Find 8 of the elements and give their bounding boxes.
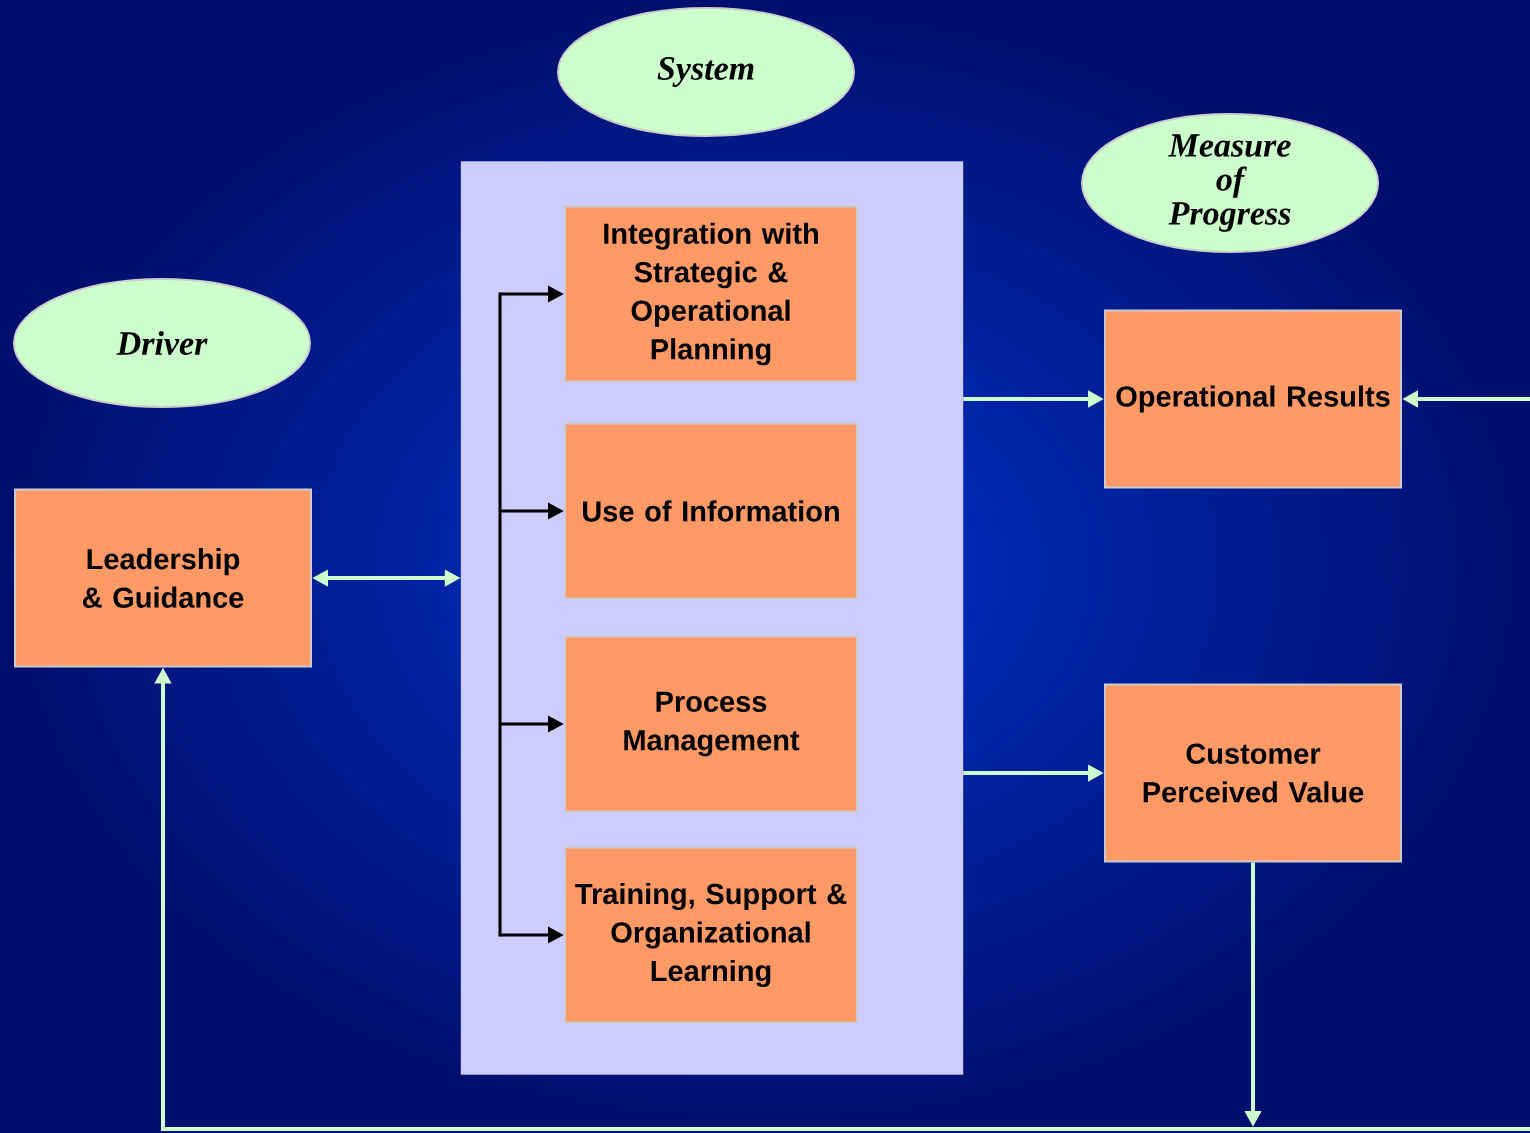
process-box: Use of Information	[564, 422, 858, 600]
process-box: Leadership & Guidance	[14, 488, 312, 668]
process-box: Integration with Strategic & Operational Planning	[564, 205, 858, 383]
process-box: Operational Results	[1104, 309, 1402, 489]
process-box: Customer Perceived Value	[1104, 683, 1402, 863]
process-box: Training, Support & Organizational Learning	[564, 846, 858, 1024]
process-box: Process Management	[564, 635, 858, 813]
bracket-line	[498, 292, 502, 937]
